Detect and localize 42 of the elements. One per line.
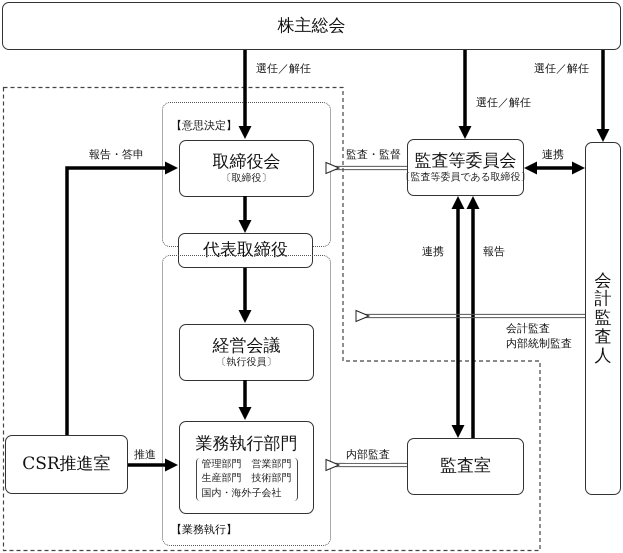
arrow xyxy=(238,196,252,233)
arrow xyxy=(356,310,586,322)
edge-label: 内部監査 xyxy=(345,448,391,463)
org-box xyxy=(407,438,524,495)
arrow xyxy=(326,458,408,472)
arrow xyxy=(238,268,252,323)
arrow xyxy=(238,50,252,139)
group-heading: 【意思決定】 xyxy=(171,118,237,133)
box-title: 監査等委員会 xyxy=(414,150,516,172)
box-title: 経営会議 xyxy=(212,336,280,356)
edge-label: 監査・監督 xyxy=(345,148,402,163)
group-heading: 【業務執行】 xyxy=(171,522,237,537)
box-title: 会計監査人 xyxy=(594,272,612,366)
arrow xyxy=(238,380,252,420)
edge-label: 報告 xyxy=(482,245,506,260)
edge-label: 選任／解任 xyxy=(255,62,312,77)
box-title: 監査室 xyxy=(440,456,491,477)
org-box xyxy=(2,2,621,50)
org-box xyxy=(178,233,313,268)
edge-label: 選任／解任 xyxy=(475,96,532,111)
org-box xyxy=(179,421,314,514)
box-subtitle: 〔執行役員〕 xyxy=(216,356,276,370)
org-box xyxy=(179,140,314,197)
box-title: 株主総会 xyxy=(278,16,346,36)
edge-label: 報告・答申 xyxy=(88,148,145,163)
arrow xyxy=(466,196,480,438)
org-box xyxy=(179,324,314,381)
box-title: CSR推進室 xyxy=(22,454,111,475)
arrow xyxy=(596,50,610,142)
org-box xyxy=(5,435,128,494)
box-title: 取締役会 xyxy=(212,152,280,172)
arrow xyxy=(65,162,178,435)
arrow xyxy=(458,50,472,139)
department-list: 管理部門 営業部門生産部門 技術部門国内・海外子会社 xyxy=(196,458,298,502)
arrow xyxy=(452,196,464,438)
org-box xyxy=(585,142,621,495)
arrow xyxy=(524,162,585,174)
arrow xyxy=(128,458,178,472)
box-subtitle: 〔取締役〕 xyxy=(222,172,272,186)
edge-label: 選任／解任 xyxy=(533,62,590,77)
box-title: 業務執行部門 xyxy=(196,434,298,454)
arrow xyxy=(326,162,408,174)
